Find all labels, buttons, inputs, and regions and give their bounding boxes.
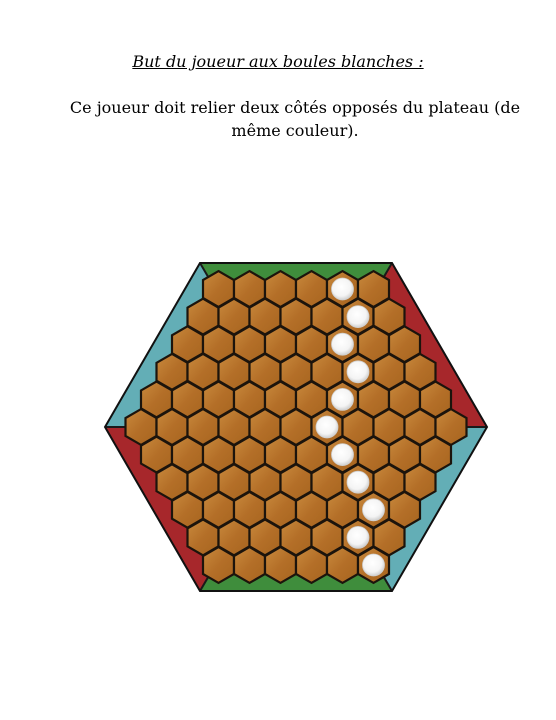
white-stone — [362, 553, 385, 577]
white-stone — [346, 470, 370, 494]
board-cell[interactable] — [232, 545, 267, 585]
white-stone — [346, 305, 370, 329]
page-heading: But du joueur aux boules blanches : — [132, 52, 424, 71]
page-description: Ce joueur doit relier deux côtés opposés… — [69, 98, 521, 140]
white-stone — [315, 415, 339, 439]
board-cell[interactable] — [201, 545, 236, 585]
board-outline — [103, 262, 489, 592]
board-cell[interactable] — [294, 545, 329, 585]
white-stone — [331, 332, 354, 356]
board-cell[interactable] — [325, 545, 360, 585]
white-stone — [331, 443, 354, 467]
white-stone — [346, 360, 370, 384]
white-stone — [362, 498, 385, 522]
white-stone — [331, 277, 354, 301]
white-stone — [346, 526, 370, 549]
board-cell[interactable] — [263, 545, 298, 585]
white-stone — [331, 387, 354, 411]
